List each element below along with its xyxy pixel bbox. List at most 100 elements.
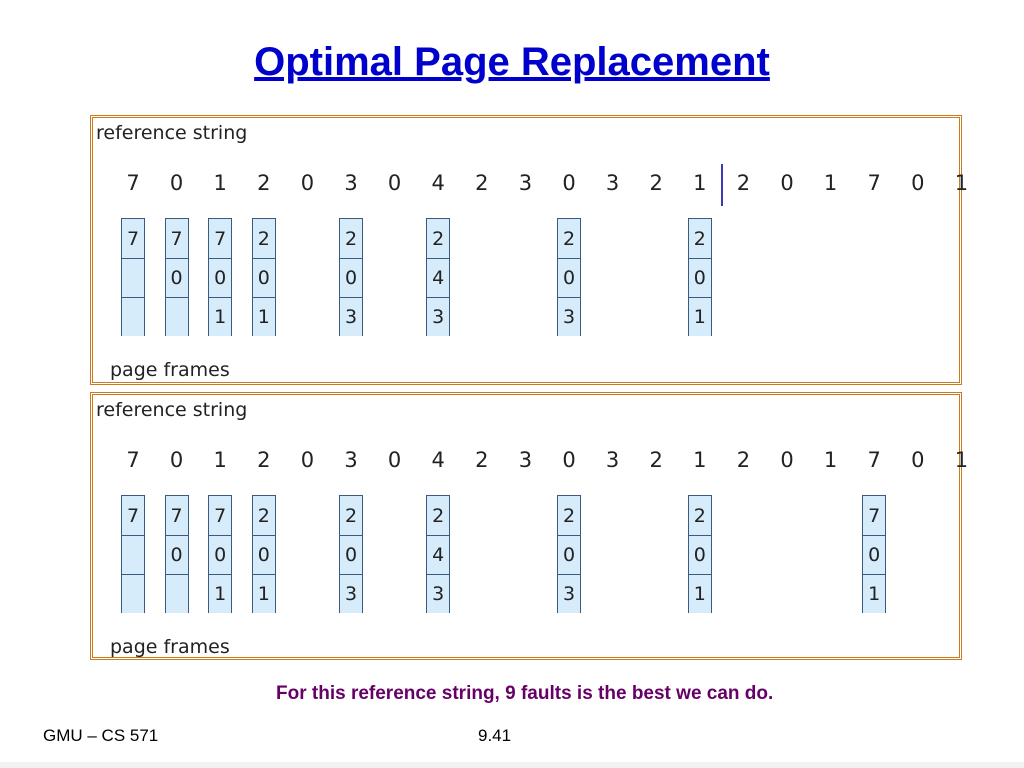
reference-value: 3 [605, 448, 620, 472]
reference-value: 2 [257, 171, 271, 195]
reference-value: 7 [126, 448, 140, 472]
frame-cell [122, 574, 144, 613]
frame-cell: 0 [340, 535, 362, 574]
frame-cell: 1 [688, 574, 711, 613]
reference-value: 7 [126, 171, 140, 195]
frame-cell [122, 297, 144, 336]
reference-value: 0 [387, 448, 402, 472]
reference-value: 2 [257, 448, 271, 472]
reference-value: 3 [344, 448, 358, 472]
frame-cell: 7 [165, 496, 188, 535]
frame-cell: 2 [688, 496, 711, 535]
reference-value: 0 [169, 171, 184, 195]
divider-line [720, 164, 723, 206]
frame-cell [165, 297, 188, 336]
frame-cell: 1 [209, 574, 232, 613]
frame-cell [122, 535, 144, 574]
frame-cell: 0 [165, 258, 188, 297]
page-frames-label: page frames [110, 636, 230, 658]
reference-value: 1 [823, 171, 838, 195]
reference-value: 7 [867, 171, 881, 195]
frame-cell: 0 [252, 258, 275, 297]
frame-cell [122, 258, 144, 297]
frame-cell: 3 [340, 574, 362, 613]
frame-cell: 7 [209, 219, 232, 258]
reference-string-label: reference string [96, 122, 248, 144]
reference-value: 0 [780, 171, 794, 195]
reference-value: 0 [300, 171, 315, 195]
frame-column: 7 [121, 495, 145, 613]
frame-cell: 2 [252, 219, 275, 258]
reference-value: 1 [954, 448, 969, 472]
frame-cell: 0 [165, 535, 188, 574]
frame-cell: 2 [252, 496, 275, 535]
frame-cell: 2 [558, 219, 580, 258]
reference-value: 0 [911, 448, 925, 472]
reference-value: 0 [562, 171, 576, 195]
page-frames-label: page frames [110, 359, 230, 381]
frame-cell: 1 [863, 574, 886, 613]
reference-value: 1 [213, 448, 227, 472]
frame-cell: 2 [688, 219, 711, 258]
frame-cell: 0 [340, 258, 362, 297]
frame-cell: 1 [252, 297, 275, 336]
frame-cell: 0 [558, 258, 580, 297]
frame-cell: 2 [427, 496, 450, 535]
bottom-bar [0, 762, 1024, 768]
frame-cell: 3 [558, 574, 580, 613]
frame-cell: 1 [252, 574, 275, 613]
reference-value: 3 [344, 171, 358, 195]
frame-cell: 7 [863, 496, 886, 535]
frame-cell: 7 [122, 219, 144, 258]
frame-cell: 7 [209, 496, 232, 535]
reference-value: 1 [213, 171, 227, 195]
reference-value: 2 [475, 171, 489, 195]
reference-value: 0 [387, 171, 402, 195]
reference-value: 2 [475, 448, 489, 472]
frame-cell [165, 574, 188, 613]
reference-value: 7 [867, 448, 881, 472]
reference-value: 0 [911, 171, 925, 195]
footer-course: GMU – CS 571 [43, 726, 159, 745]
reference-value: 1 [693, 171, 707, 195]
frame-cell: 0 [209, 535, 232, 574]
reference-value: 0 [780, 448, 794, 472]
frame-cell: 0 [688, 258, 711, 297]
frame-cell: 0 [252, 535, 275, 574]
reference-value: 2 [736, 171, 751, 195]
footer-page-number: 9.41 [478, 726, 512, 745]
reference-string-label: reference string [96, 399, 248, 421]
reference-value: 2 [649, 448, 663, 472]
reference-value: 4 [431, 171, 445, 195]
reference-value: 0 [169, 448, 184, 472]
frame-cell: 0 [209, 258, 232, 297]
reference-value: 1 [823, 448, 838, 472]
frame-cell: 4 [427, 535, 450, 574]
frame-cell: 2 [427, 219, 450, 258]
frame-column: 7 [121, 218, 145, 336]
frame-cell: 3 [427, 297, 450, 336]
reference-value: 3 [518, 171, 533, 195]
slide-title: Optimal Page Replacement [254, 40, 770, 84]
reference-value: 1 [954, 171, 969, 195]
frame-cell: 3 [427, 574, 450, 613]
reference-value: 1 [693, 448, 707, 472]
frame-cell: 1 [688, 297, 711, 336]
frame-cell: 2 [340, 219, 362, 258]
faults-note: For this reference string, 9 faults is t… [276, 683, 774, 704]
reference-value: 2 [736, 448, 751, 472]
reference-value: 0 [562, 448, 576, 472]
reference-value: 3 [605, 171, 620, 195]
frame-cell: 0 [688, 535, 711, 574]
